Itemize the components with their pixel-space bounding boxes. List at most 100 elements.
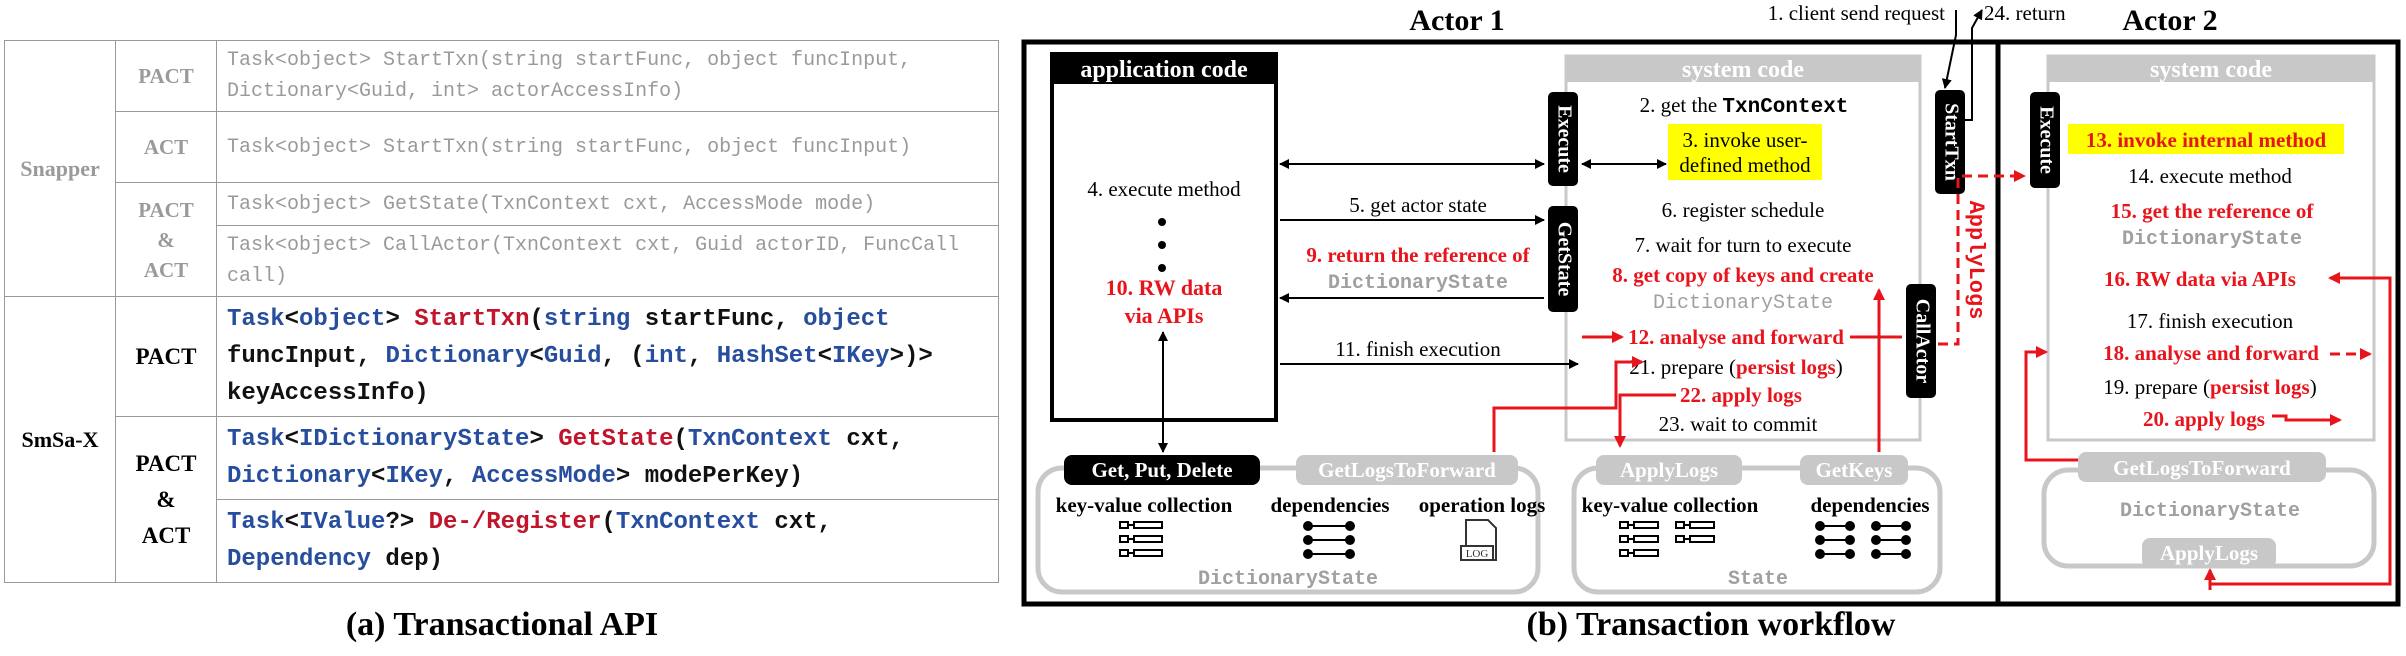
- step19-label: 19. prepare (persist logs): [2103, 375, 2316, 399]
- step6-label: 6. register schedule: [1662, 198, 1825, 222]
- smsa-getstate-signature: Task<IDictionaryState> GetState(TxnConte…: [216, 416, 999, 500]
- smsa-pact-label: PACT: [115, 296, 217, 417]
- dot-3: [1158, 264, 1166, 272]
- deps-icon-state: [1815, 521, 1911, 559]
- step20-label: 20. apply logs: [2143, 407, 2265, 431]
- callactor-pill: [1906, 284, 1936, 398]
- applylogs-label-actor1: ApplyLogs: [1620, 458, 1718, 482]
- smsa-both-label: PACT&ACT: [115, 416, 217, 583]
- system-code-header-actor1: [1566, 56, 1920, 82]
- client-request-label: 1. client send request: [1768, 1, 1945, 25]
- getstate-pill-label: GetState: [1553, 222, 1575, 297]
- get-put-delete-pill: [1064, 455, 1260, 485]
- snapper-pact-label: PACT: [115, 40, 217, 112]
- step23-label: 23. wait to commit: [1659, 412, 1818, 436]
- deps-label-actor1: dependencies: [1270, 493, 1389, 517]
- step17-label: 17. finish execution: [2127, 309, 2294, 333]
- getlogs-label-actor2: GetLogsToForward: [2113, 456, 2291, 480]
- getkeys-pill: [1800, 455, 1908, 485]
- api-table: Snapper PACT Task<object> StartTxn(strin…: [4, 40, 999, 583]
- step13-label: 13. invoke internal method: [2086, 128, 2327, 152]
- kv-icon-state: [1619, 521, 1715, 557]
- execute-pill: [1548, 92, 1578, 186]
- state-label: State: [1728, 568, 1788, 591]
- getkeys-label: GetKeys: [1816, 458, 1893, 482]
- snapper-callactor-signature: Task<object> CallActor(TxnContext cxt, G…: [216, 225, 999, 297]
- log-file-icon: LOG: [1460, 519, 1497, 561]
- left-caption: (a) Transactional API: [345, 606, 659, 643]
- dot-1: [1158, 218, 1166, 226]
- dictstate-label-actor2: DictionaryState: [2120, 500, 2300, 523]
- execute-pill-label-actor2: Execute: [2035, 106, 2057, 174]
- callactor-pill-label: CallActor: [1911, 299, 1933, 384]
- step9-mono: DictionaryState: [1328, 272, 1508, 295]
- step3-line1: 3. invoke user-: [1683, 128, 1808, 152]
- dictstate-label-actor1: DictionaryState: [1198, 568, 1378, 591]
- step16-label: 16. RW data via APIs: [2104, 267, 2296, 291]
- system-code-header-actor2: [2048, 56, 2374, 82]
- getlogs-pill-actor1: [1296, 455, 1518, 485]
- step5-label: 5. get actor state: [1349, 193, 1487, 217]
- snapper-pact-signature: Task<object> StartTxn(string startFunc, …: [216, 40, 999, 112]
- step11-label: 11. finish execution: [1335, 337, 1501, 361]
- getlogs-pill-actor2: [2078, 452, 2326, 482]
- snapper-group-label: Snapper: [4, 40, 116, 297]
- step10-line1: 10. RW data: [1106, 275, 1223, 300]
- getlogs-label-actor1: GetLogsToForward: [1318, 458, 1496, 482]
- applylogs-dashed-arrow: [1938, 170, 2026, 346]
- smsa-register-signature: Task<IValue?> De-/Register(TxnContext cx…: [216, 499, 999, 583]
- step3-highlight: [1668, 124, 1822, 180]
- step8-label: 8. get copy of keys and create: [1612, 263, 1874, 287]
- kv-label-actor1-state: key-value collection: [1582, 493, 1759, 517]
- right-caption: (b) Transaction workflow: [1526, 606, 1896, 643]
- state-container-actor1: [1571, 465, 1943, 595]
- getstate-pill: [1548, 206, 1578, 312]
- dictstate-container-actor1: [1035, 465, 1541, 595]
- step18-label: 18. analyse and forward: [2103, 341, 2319, 365]
- snapper-getstate-signature: Task<object> GetState(TxnContext cxt, Ac…: [216, 182, 999, 226]
- applylogs-pill-actor2: [2142, 538, 2276, 568]
- system-code-title-actor1: system code: [1682, 57, 1804, 83]
- applylogs-pill-actor1: [1596, 455, 1742, 485]
- step3-line2: defined method: [1679, 153, 1811, 177]
- actor2-getlogs-arrow: [2024, 346, 2120, 462]
- apply-logs-arrow: [1614, 393, 1676, 448]
- applylogs-vertical-label: ApplyLogs: [1963, 201, 1988, 320]
- starttxn-pill-label: StartTxn: [1940, 103, 1962, 181]
- step7-label: 7. wait for turn to execute: [1635, 233, 1852, 257]
- step2-label: 2. get the TxnContext: [1640, 93, 1849, 119]
- actor1-title: Actor 1: [1409, 4, 1504, 37]
- step4-label: 4. execute method: [1087, 177, 1241, 201]
- smsa-group-label: SmSa-X: [4, 296, 116, 583]
- applylogs-label-actor2: ApplyLogs: [2160, 541, 2258, 565]
- log-icon-text: LOG: [1466, 548, 1489, 560]
- step22-label: 22. apply logs: [1680, 383, 1802, 407]
- step13-highlight: [2068, 124, 2344, 154]
- step21-label: 21. prepare (persist logs): [1629, 355, 1842, 379]
- return-label: 24. return: [1984, 1, 2066, 25]
- execute-pill-actor2: [2030, 92, 2060, 188]
- get-put-delete-label: Get, Put, Delete: [1091, 458, 1232, 482]
- app-code-title: application code: [1080, 57, 1248, 83]
- client-request-arrow: [1941, 10, 1957, 89]
- actor2-apply-logs-arrow: [2272, 414, 2342, 426]
- snapper-both-label: PACT&ACT: [115, 182, 217, 297]
- kv-icon-actor1: [1119, 521, 1163, 557]
- actor2-title: Actor 2: [2122, 4, 2217, 37]
- deps-label-actor1-state: dependencies: [1810, 493, 1929, 517]
- starttxn-pill: [1935, 90, 1965, 194]
- step10-line2: via APIs: [1125, 303, 1204, 328]
- step8-mono: DictionaryState: [1653, 292, 1833, 315]
- step14-label: 14. execute method: [2128, 164, 2292, 188]
- step15-label: 15. get the reference of: [2111, 199, 2315, 223]
- oplogs-label: operation logs: [1419, 493, 1546, 517]
- smsa-starttxn-signature: Task<object> StartTxn(string startFunc, …: [216, 296, 999, 417]
- execute-pill-label: Execute: [1553, 105, 1575, 173]
- workflow-frame: [1021, 39, 2401, 607]
- deps-icon-actor1: [1303, 521, 1355, 559]
- app-code-header: [1052, 54, 1276, 84]
- step12-label: 12. analyse and forward: [1628, 325, 1844, 349]
- step9-label: 9. return the reference of: [1306, 243, 1530, 267]
- step15-mono: DictionaryState: [2122, 228, 2302, 251]
